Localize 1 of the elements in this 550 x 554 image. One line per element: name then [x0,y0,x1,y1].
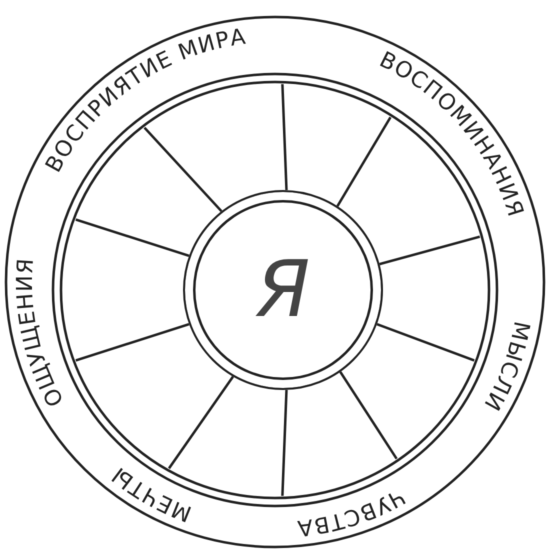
center-label: Я [256,251,310,329]
